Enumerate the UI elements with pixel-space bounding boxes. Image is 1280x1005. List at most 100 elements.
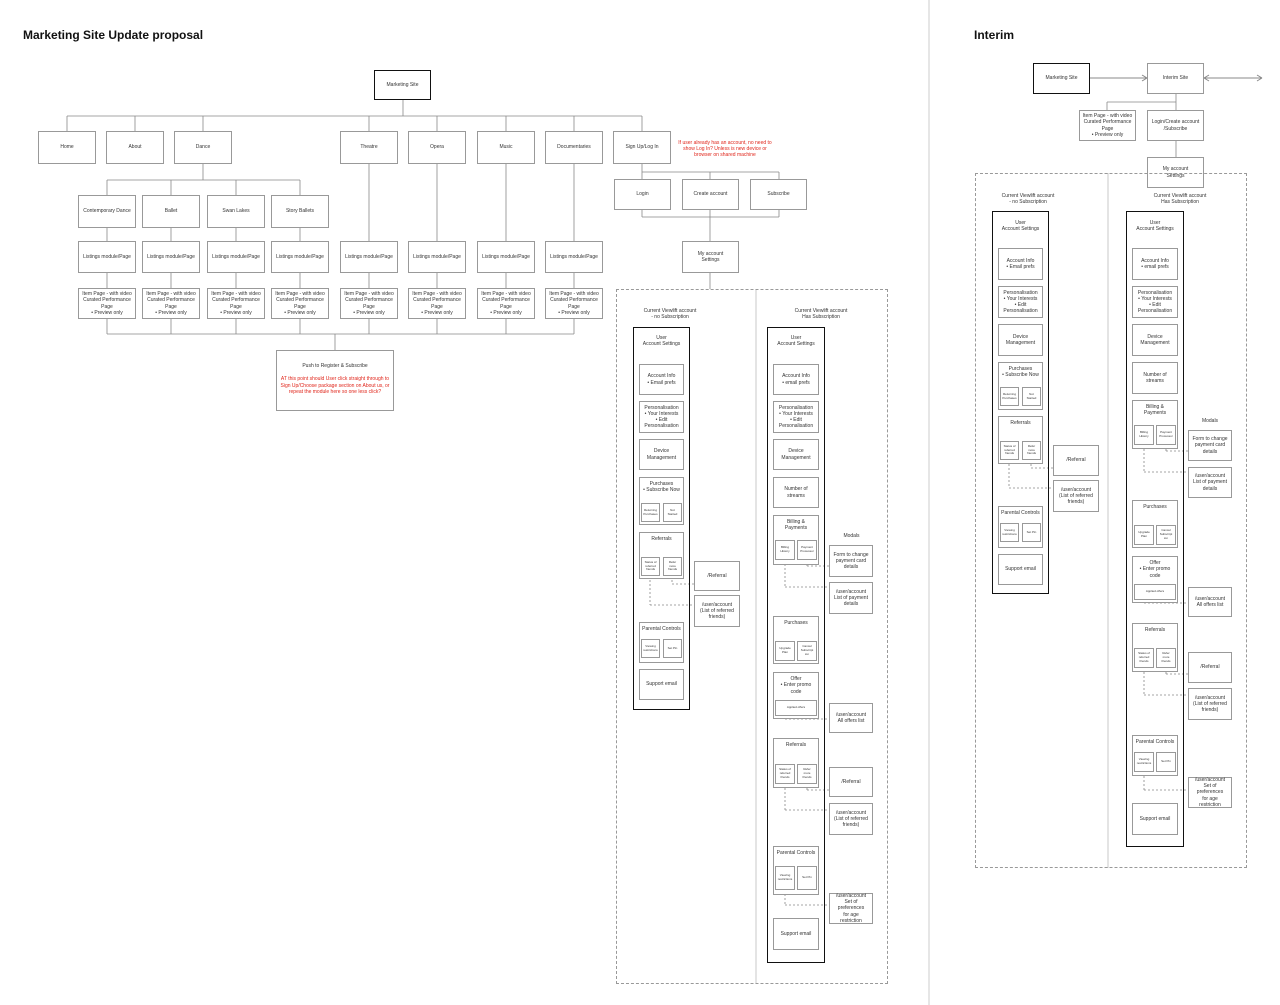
device-management: Device Management [998, 324, 1043, 356]
upgrade-plan: Upgrade Plan [1134, 525, 1154, 545]
subscribe-node: Subscribe [750, 179, 807, 210]
personalisation: Personalisation • Your Interests • Edit … [998, 286, 1043, 318]
support-email: Support email [639, 669, 684, 700]
account-info: Account Info • email prefs [773, 364, 819, 395]
create-account-node: Create account [682, 179, 739, 210]
listings-node: Listings module/Page [271, 241, 329, 273]
user-settings-panel [633, 327, 690, 710]
set-pin: Set Pin [1156, 752, 1176, 772]
returning-purchases: Returning Purchases [641, 503, 660, 522]
all-offers-modal: /user/account All offers list [1188, 587, 1232, 617]
payment-details-modal: /user/account List of payment details [829, 582, 873, 614]
device-management: Device Management [1132, 324, 1178, 356]
dance-node: Dance [174, 131, 232, 164]
my-account-node: My account Settings [682, 241, 739, 273]
referred-friends-modal: /user/account (List of referred friends) [1053, 480, 1099, 512]
applied-offers: Applied offers [775, 700, 817, 716]
diagram-title: Marketing Site Update proposal [23, 28, 204, 42]
referral-modal: /Referral [1053, 445, 1099, 476]
number-of-streams: Number of streams [1132, 362, 1178, 394]
contemporary-node: Contemporary Dance [78, 195, 136, 228]
col-no-subscription: Current Viewlift account - no Subscripti… [643, 307, 697, 320]
user-settings-panel [767, 327, 825, 963]
interim-item-page-node: Item Page - with video Curated Performan… [1079, 110, 1136, 141]
user-settings-label: User Account Settings [1001, 219, 1040, 232]
push-register-note: AT this point should User click straight… [280, 376, 390, 395]
refer-more-friends: Refer more friends [1156, 648, 1176, 668]
status-referred-friends: Status of referred friends [1000, 441, 1019, 460]
user-settings-label: User Account Settings [777, 334, 815, 347]
referred-friends-modal: /user/account (List of referred friends) [1188, 688, 1232, 720]
device-management: Device Management [773, 439, 819, 470]
status-referred-friends: Status of referred friends [775, 764, 795, 784]
swan-lakes-node: Swan Lakes [207, 195, 265, 228]
status-referred-friends: Status of referred friends [641, 557, 660, 576]
about-node: About [106, 131, 164, 164]
referral-modal: /Referral [829, 767, 873, 797]
connector-line [1141, 74, 1148, 79]
refer-more-friends: Refer more friends [663, 557, 682, 576]
listings-node: Listings module/Page [340, 241, 398, 273]
age-restriction-modal: /user/account Set of preferences for age… [829, 893, 873, 924]
connector-line [1141, 77, 1148, 82]
support-email: Support email [773, 918, 819, 950]
referral-modal: /Referral [694, 561, 740, 591]
item-page-node: Item Page - with video Curated Performan… [408, 288, 466, 319]
connector-line [1203, 77, 1210, 82]
marketing-site-node: Marketing Site [374, 70, 431, 100]
interim-comparison-frame [975, 173, 1247, 868]
modals-label: Modals [843, 532, 860, 539]
story-ballets-node: Story Ballets [271, 195, 329, 228]
set-pin: Set Pin [1022, 523, 1041, 542]
billing-history: Billing History [775, 540, 795, 560]
interim-my-account-node: My account Settings [1147, 157, 1204, 188]
connector-line [1256, 77, 1263, 82]
status-referred-friends: Status of referred friends [1134, 648, 1154, 668]
listings-node: Listings module/Page [207, 241, 265, 273]
item-page-node: Item Page - with video Curated Performan… [545, 288, 603, 319]
personalisation: Personalisation • Your Interests • Edit … [1132, 286, 1178, 318]
age-restriction-modal: /user/account Set of preferences for age… [1188, 777, 1232, 808]
listings-node: Listings module/Page [78, 241, 136, 273]
viewing-restrictions: Viewing restrictions [775, 866, 795, 890]
item-page-node: Item Page - with video Curated Performan… [340, 288, 398, 319]
interim-col-has-subscription: Current Viewlift account Has Subscriptio… [1153, 192, 1207, 205]
set-pin: Set Pin [797, 866, 817, 890]
payment-details-modal: /user/account List of payment details [1188, 467, 1232, 498]
opera-node: Opera [408, 131, 466, 164]
user-settings-label: User Account Settings [642, 334, 681, 347]
cancel-subscription: Cancel Subscript ion [1156, 525, 1176, 545]
refer-more-friends: Refer more friends [797, 764, 817, 784]
cancel-subscription: Cancel Subscript ion [797, 641, 817, 661]
account-info: Account Info • email prefs [1132, 248, 1178, 280]
listings-node: Listings module/Page [142, 241, 200, 273]
login-create-subscribe-node: Login/Create account /Subscribe [1147, 110, 1204, 141]
push-register-node: Push to Register & Subscribe AT this poi… [276, 350, 394, 411]
billing-history: Billing History [1134, 425, 1154, 445]
signup-node: Sign Up/Log In [613, 131, 671, 164]
interim-title: Interim [974, 28, 1015, 42]
home-node: Home [38, 131, 96, 164]
not-started: Not Started [663, 503, 682, 522]
referrals-group: Referrals [998, 416, 1043, 464]
push-register-title: Push to Register & Subscribe [302, 363, 368, 369]
account-info: Account Info • Email prefs [998, 248, 1043, 280]
modals-label: Modals [1201, 417, 1219, 424]
user-settings-label: User Account Settings [1136, 219, 1174, 232]
theatre-node: Theatre [340, 131, 398, 164]
connector-line [1256, 74, 1263, 79]
device-management: Device Management [639, 439, 684, 470]
referral-modal: /Referral [1188, 652, 1232, 683]
user-settings-panel [1126, 211, 1184, 847]
number-of-streams: Number of streams [773, 477, 819, 508]
upgrade-plan: Upgrade Plan [775, 641, 795, 661]
item-page-node: Item Page - with video Curated Performan… [78, 288, 136, 319]
listings-node: Listings module/Page [408, 241, 466, 273]
all-offers-modal: /user/account All offers list [829, 703, 873, 733]
item-page-node: Item Page - with video Curated Performan… [477, 288, 535, 319]
viewing-restrictions: Viewing restrictions [641, 639, 660, 658]
login-node: Login [614, 179, 671, 210]
col-has-subscription: Current Viewlift account Has Subscriptio… [794, 307, 848, 320]
referred-friends-modal: /user/account (List of referred friends) [829, 803, 873, 835]
